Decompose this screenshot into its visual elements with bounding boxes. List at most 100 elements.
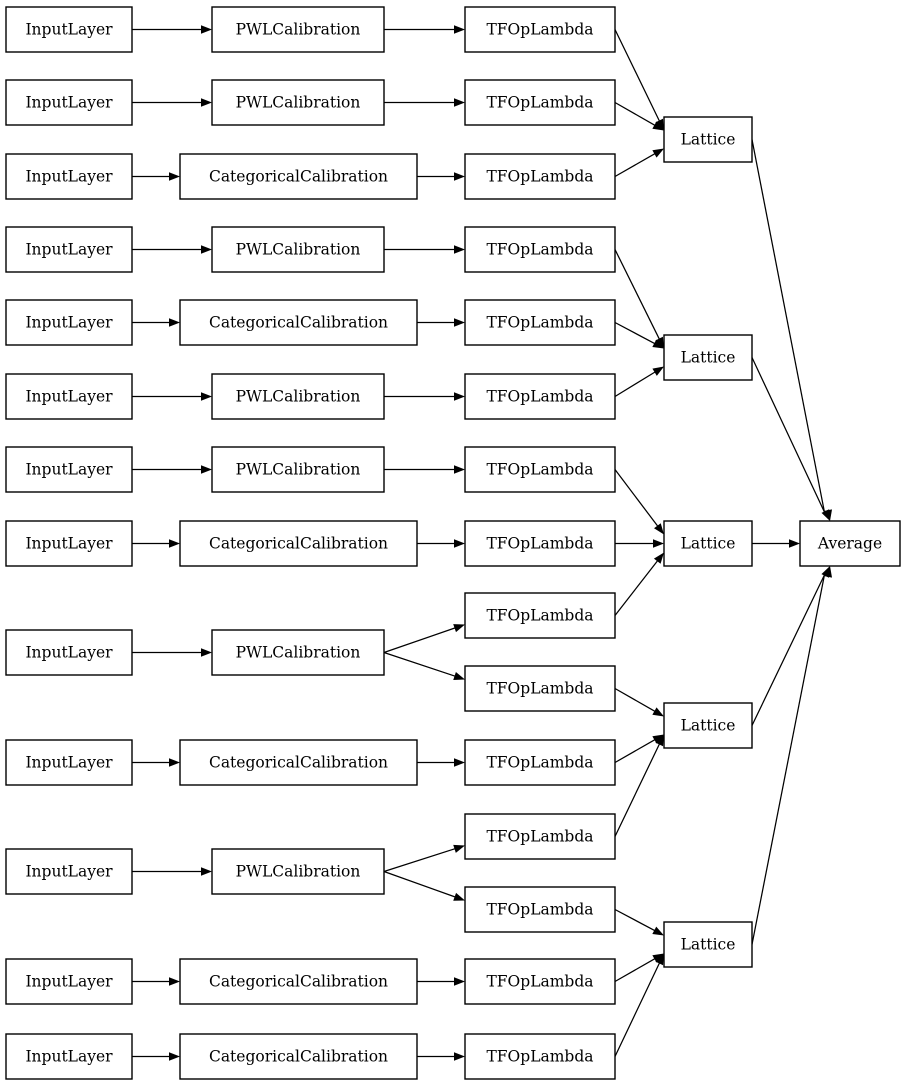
node-box[interactable] <box>464 226 616 273</box>
node-box[interactable] <box>464 958 616 1005</box>
node-pwlcalibration-cal2[interactable]: PWLCalibration <box>211 79 385 126</box>
node-tfoplambda-op15[interactable]: TFOpLambda <box>464 1033 616 1080</box>
node-pwlcalibration-cal11[interactable]: PWLCalibration <box>211 848 385 895</box>
node-categoricalcalibration-cal8[interactable]: CategoricalCalibration <box>179 520 418 567</box>
node-categoricalcalibration-cal12[interactable]: CategoricalCalibration <box>179 958 418 1005</box>
node-box[interactable] <box>464 592 616 639</box>
node-categoricalcalibration-cal10[interactable]: CategoricalCalibration <box>179 739 418 786</box>
node-average-avg[interactable]: Average <box>799 520 901 567</box>
node-box[interactable] <box>5 446 133 493</box>
node-tfoplambda-op14[interactable]: TFOpLambda <box>464 958 616 1005</box>
node-tfoplambda-op12[interactable]: TFOpLambda <box>464 813 616 860</box>
node-pwlcalibration-cal1[interactable]: PWLCalibration <box>211 6 385 53</box>
node-box[interactable] <box>5 373 133 420</box>
node-tfoplambda-op7[interactable]: TFOpLambda <box>464 446 616 493</box>
node-box[interactable] <box>799 520 901 567</box>
node-tfoplambda-op4[interactable]: TFOpLambda <box>464 226 616 273</box>
node-box[interactable] <box>663 520 753 567</box>
node-box[interactable] <box>464 153 616 200</box>
node-box[interactable] <box>5 153 133 200</box>
node-lattice-lat2[interactable]: Lattice <box>663 334 753 381</box>
edge-inputlayer-to-categoricalcalibration <box>132 318 180 327</box>
node-inputlayer-in8[interactable]: InputLayer <box>5 520 133 567</box>
node-box[interactable] <box>179 520 418 567</box>
edge-pwlcalibration-to-tfoplambda <box>384 25 465 34</box>
node-lattice-lat1[interactable]: Lattice <box>663 116 753 163</box>
node-tfoplambda-op5[interactable]: TFOpLambda <box>464 299 616 346</box>
node-categoricalcalibration-cal3[interactable]: CategoricalCalibration <box>179 153 418 200</box>
node-inputlayer-in4[interactable]: InputLayer <box>5 226 133 273</box>
node-box[interactable] <box>5 520 133 567</box>
node-lattice-lat3[interactable]: Lattice <box>663 520 753 567</box>
node-box[interactable] <box>179 299 418 346</box>
node-tfoplambda-op8[interactable]: TFOpLambda <box>464 520 616 567</box>
node-lattice-lat4[interactable]: Lattice <box>663 702 753 749</box>
node-box[interactable] <box>464 6 616 53</box>
node-tfoplambda-op13[interactable]: TFOpLambda <box>464 886 616 933</box>
node-inputlayer-in2[interactable]: InputLayer <box>5 79 133 126</box>
edge-arrowhead-icon <box>652 734 664 744</box>
node-inputlayer-in12[interactable]: InputLayer <box>5 958 133 1005</box>
node-pwlcalibration-cal6[interactable]: PWLCalibration <box>211 373 385 420</box>
node-tfoplambda-op6[interactable]: TFOpLambda <box>464 373 616 420</box>
node-tfoplambda-op9[interactable]: TFOpLambda <box>464 592 616 639</box>
node-box[interactable] <box>211 848 385 895</box>
node-box[interactable] <box>464 446 616 493</box>
node-box[interactable] <box>464 79 616 126</box>
node-box[interactable] <box>179 1033 418 1080</box>
node-lattice-lat5[interactable]: Lattice <box>663 921 753 968</box>
node-categoricalcalibration-cal5[interactable]: CategoricalCalibration <box>179 299 418 346</box>
node-inputlayer-in3[interactable]: InputLayer <box>5 153 133 200</box>
node-categoricalcalibration-cal13[interactable]: CategoricalCalibration <box>179 1033 418 1080</box>
edge-arrowhead-icon <box>454 758 465 767</box>
edge-tfoplambda-to-lattice <box>614 366 664 398</box>
node-tfoplambda-op11[interactable]: TFOpLambda <box>464 739 616 786</box>
node-box[interactable] <box>464 665 616 712</box>
node-inputlayer-in1[interactable]: InputLayer <box>5 6 133 53</box>
node-box[interactable] <box>464 739 616 786</box>
node-box[interactable] <box>5 79 133 126</box>
node-inputlayer-in6[interactable]: InputLayer <box>5 373 133 420</box>
node-box[interactable] <box>5 958 133 1005</box>
node-box[interactable] <box>211 373 385 420</box>
node-box[interactable] <box>663 921 753 968</box>
node-box[interactable] <box>179 958 418 1005</box>
node-box[interactable] <box>5 848 133 895</box>
node-box[interactable] <box>663 702 753 749</box>
node-inputlayer-in10[interactable]: InputLayer <box>5 739 133 786</box>
node-inputlayer-in7[interactable]: InputLayer <box>5 446 133 493</box>
node-inputlayer-in9[interactable]: InputLayer <box>5 629 133 676</box>
node-tfoplambda-op2[interactable]: TFOpLambda <box>464 79 616 126</box>
node-box[interactable] <box>211 226 385 273</box>
node-box[interactable] <box>211 79 385 126</box>
edge-categoricalcalibration-to-tfoplambda <box>417 1052 465 1061</box>
node-box[interactable] <box>464 1033 616 1080</box>
node-box[interactable] <box>5 226 133 273</box>
node-box[interactable] <box>663 334 753 381</box>
node-pwlcalibration-cal9[interactable]: PWLCalibration <box>211 629 385 676</box>
node-box[interactable] <box>5 629 133 676</box>
node-inputlayer-in11[interactable]: InputLayer <box>5 848 133 895</box>
node-box[interactable] <box>464 520 616 567</box>
node-box[interactable] <box>179 153 418 200</box>
node-box[interactable] <box>464 299 616 346</box>
node-box[interactable] <box>464 373 616 420</box>
node-box[interactable] <box>5 1033 133 1080</box>
node-inputlayer-in13[interactable]: InputLayer <box>5 1033 133 1080</box>
node-box[interactable] <box>211 446 385 493</box>
node-box[interactable] <box>211 6 385 53</box>
node-box[interactable] <box>5 739 133 786</box>
node-tfoplambda-op10[interactable]: TFOpLambda <box>464 665 616 712</box>
node-box[interactable] <box>5 299 133 346</box>
node-tfoplambda-op1[interactable]: TFOpLambda <box>464 6 616 53</box>
node-box[interactable] <box>663 116 753 163</box>
node-box[interactable] <box>179 739 418 786</box>
node-inputlayer-in5[interactable]: InputLayer <box>5 299 133 346</box>
node-tfoplambda-op3[interactable]: TFOpLambda <box>464 153 616 200</box>
node-pwlcalibration-cal7[interactable]: PWLCalibration <box>211 446 385 493</box>
node-box[interactable] <box>464 813 616 860</box>
node-box[interactable] <box>211 629 385 676</box>
node-pwlcalibration-cal4[interactable]: PWLCalibration <box>211 226 385 273</box>
node-box[interactable] <box>5 6 133 53</box>
node-box[interactable] <box>464 886 616 933</box>
